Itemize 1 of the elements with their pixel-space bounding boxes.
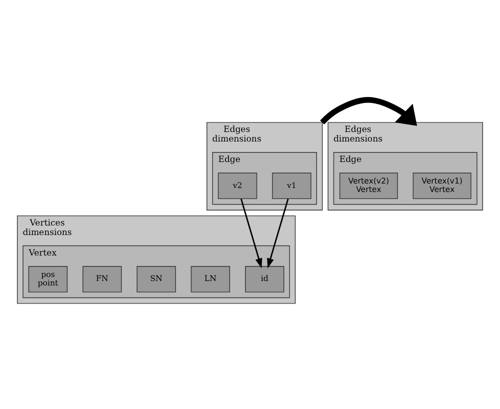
- arrow: [320, 97, 418, 126]
